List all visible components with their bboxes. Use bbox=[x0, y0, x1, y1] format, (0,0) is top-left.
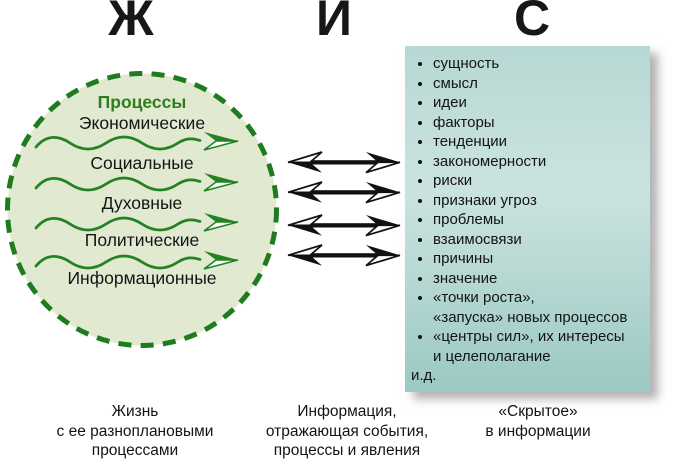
caption-life: Жизнь с ее разноплановыми процессами bbox=[56, 403, 214, 459]
header-letter-i: И bbox=[316, 0, 352, 46]
list-item: «центры сил», их интересы и целеполагани… bbox=[433, 327, 644, 366]
dashed-circle-icon bbox=[5, 71, 279, 348]
etc-label: и.д. bbox=[411, 367, 437, 384]
wave-arrow-icon bbox=[34, 213, 239, 232]
list-item: риски bbox=[433, 171, 644, 191]
process-label-political: Политические bbox=[84, 230, 200, 250]
list-item: значение bbox=[433, 269, 644, 289]
hidden-aspects-list: сущность смысл идеи факторы тенденции за… bbox=[419, 54, 644, 366]
header-letter-s: С bbox=[513, 0, 551, 46]
list-item: сущность bbox=[433, 54, 644, 74]
list-item: закономерности bbox=[433, 152, 644, 172]
processes-title: Процессы bbox=[97, 92, 187, 112]
list-item: «точки роста», «запуска» новых процессов bbox=[433, 288, 644, 327]
double-arrow-icon bbox=[287, 244, 401, 267]
double-arrow-icon bbox=[287, 214, 401, 237]
caption-information: Информация, отражающая события, процессы… bbox=[265, 403, 429, 459]
list-item: тенденции bbox=[433, 132, 644, 152]
list-item: идеи bbox=[433, 93, 644, 113]
wave-arrow-icon bbox=[34, 173, 239, 192]
list-item: проблемы bbox=[433, 210, 644, 230]
list-item: признаки угроз bbox=[433, 191, 644, 211]
hidden-info-panel: сущность смысл идеи факторы тенденции за… bbox=[405, 46, 650, 392]
list-item: смысл bbox=[433, 74, 644, 94]
list-item: взаимосвязи bbox=[433, 230, 644, 250]
wave-arrow-icon bbox=[34, 251, 239, 270]
list-item: факторы bbox=[433, 113, 644, 133]
wave-arrow-icon bbox=[34, 132, 239, 151]
list-item: причины bbox=[433, 249, 644, 269]
process-label-social: Социальные bbox=[90, 153, 194, 173]
double-arrow-icon bbox=[287, 151, 401, 174]
caption-hidden: «Скрытое» в информации bbox=[485, 403, 591, 440]
process-label-economic: Экономические bbox=[78, 113, 206, 133]
process-label-informational: Информационные bbox=[67, 268, 217, 288]
process-label-spiritual: Духовные bbox=[101, 193, 183, 213]
double-arrow-icon bbox=[287, 181, 401, 204]
header-letter-zh: Ж bbox=[108, 0, 154, 46]
